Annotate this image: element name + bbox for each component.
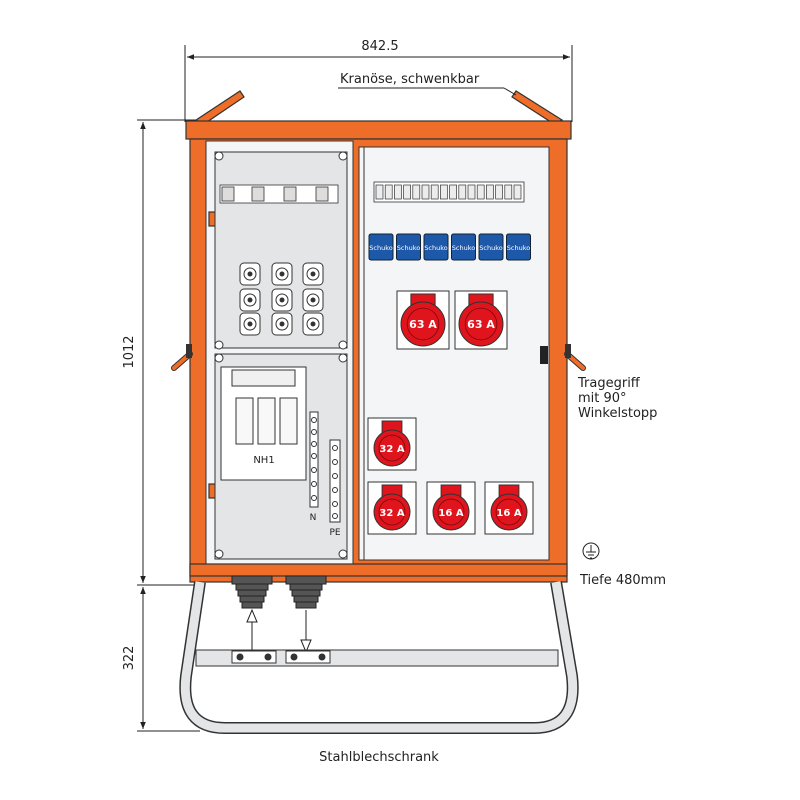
cable-gland-right: [285, 575, 327, 609]
terminal-neutral: [309, 411, 319, 508]
breaker-slot: [495, 184, 503, 200]
schuko-sockets: Schuko Schuko Schuko Schuko Schuko Schuko: [368, 233, 531, 261]
cee-socket-label: 32 A: [379, 444, 404, 455]
handle-left: [171, 344, 193, 371]
breaker-slot: [458, 184, 467, 200]
terminal-pe: [329, 439, 341, 523]
fuse-holder: [271, 312, 293, 336]
cable-gland-left: [231, 575, 273, 609]
breaker-slot: [449, 184, 457, 200]
nh1-fuse-switch: NH1: [220, 366, 307, 481]
panel-screws-upper: [214, 151, 348, 350]
cee-socket-label: 63 A: [467, 318, 495, 331]
cabinet-label: Stahlblechschrank: [319, 750, 439, 765]
depth-label: Tiefe 480mm: [579, 573, 666, 588]
cee-socket-label: 16 A: [438, 508, 463, 519]
schuko-label: Schuko: [507, 244, 530, 252]
breaker-slot: [430, 184, 439, 200]
schuko-socket: Schuko: [423, 233, 449, 261]
pe-label: PE: [329, 528, 340, 538]
fuse-holders: [239, 262, 324, 336]
breaker-slot: [384, 184, 393, 200]
breaker-slot: [467, 184, 476, 200]
fuse-holder: [239, 262, 261, 286]
width-label: 842.5: [361, 39, 398, 54]
breakers-left: [219, 184, 339, 204]
breaker-slot: [412, 184, 421, 200]
breaker-slot: [513, 184, 522, 200]
breaker-slots: [375, 184, 522, 200]
foot-height-label: 322: [122, 646, 137, 671]
cabinet-base: [189, 563, 568, 577]
fuse-holder: [271, 288, 293, 312]
cabinet-roof: [185, 120, 572, 140]
schuko-socket: Schuko: [478, 233, 504, 261]
dimension-foot: 322: [122, 587, 200, 732]
cee-socket: 32 A: [367, 417, 417, 471]
schuko-label: Schuko: [369, 244, 392, 252]
schuko-socket: Schuko: [451, 233, 476, 261]
schuko-label: Schuko: [479, 244, 502, 252]
schuko-socket: Schuko: [368, 233, 394, 261]
handle-label-line3: Winkelstopp: [578, 406, 657, 421]
breaker-slot: [440, 184, 448, 200]
cee-socket: 16 A: [484, 481, 534, 535]
nh1-label: NH1: [253, 455, 274, 466]
schuko-socket: Schuko: [396, 233, 421, 261]
cee-socket-label: 16 A: [496, 508, 521, 519]
door-latch: [540, 346, 548, 364]
earth-symbol-icon: [582, 542, 600, 560]
crane-eye-label: Kranöse, schwenkbar: [340, 72, 480, 87]
strain-relief-clamps: [231, 650, 331, 664]
breaker-slot: [403, 184, 411, 200]
dimension-width: 842.5: [184, 39, 573, 122]
fuse-holder: [302, 312, 324, 336]
fuse-holder: [239, 288, 261, 312]
schuko-label: Schuko: [452, 244, 475, 252]
height-label: 1012: [122, 335, 137, 368]
cee-socket: 63 A: [396, 290, 450, 350]
schuko-label: Schuko: [397, 244, 420, 252]
crane-eye-left: [194, 90, 245, 125]
cee-socket: 16 A: [426, 481, 476, 535]
handle-right: [564, 344, 586, 371]
breaker-slot: [421, 184, 430, 200]
breaker-slot: [504, 184, 513, 200]
breaker-slot: [486, 184, 494, 200]
handle-label-line2: mit 90°: [578, 391, 627, 406]
handle-label-line1: Tragegriff: [577, 376, 641, 391]
fuse-holder: [239, 312, 261, 336]
cee-socket: 63 A: [454, 290, 508, 350]
cee-sockets: 63 A 63 A 32 A 32 A 16 A 16 A: [367, 290, 534, 535]
breaker-slot: [394, 184, 402, 200]
schuko-socket: Schuko: [506, 233, 531, 261]
fuse-holder: [271, 262, 293, 286]
breaker-slot: [375, 184, 384, 200]
cee-socket: 32 A: [367, 481, 417, 535]
crane-eye-right: [511, 90, 564, 125]
fuse-holder: [302, 288, 324, 312]
cable-arrows: [246, 608, 312, 654]
fuse-holder: [302, 262, 324, 286]
breaker-slot: [476, 184, 485, 200]
dimension-height: 1012: [122, 119, 200, 586]
cee-socket-label: 63 A: [409, 318, 437, 331]
cee-socket-label: 32 A: [379, 508, 404, 519]
neutral-label: N: [310, 513, 317, 523]
panel-screws-lower: [214, 353, 348, 559]
schuko-label: Schuko: [424, 244, 447, 252]
